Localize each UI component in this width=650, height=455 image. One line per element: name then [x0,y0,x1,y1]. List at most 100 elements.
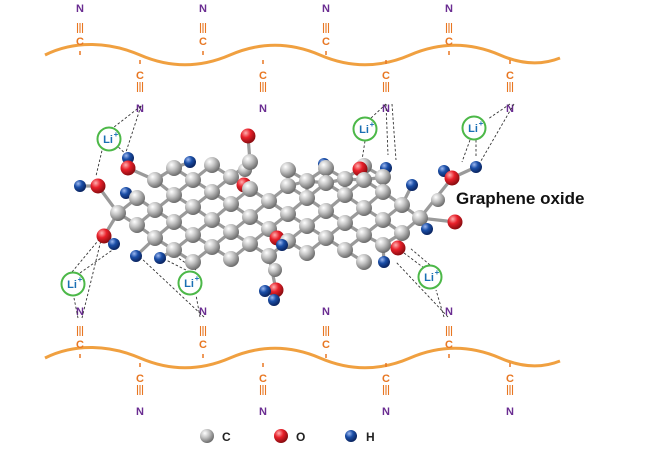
lithium-ring [177,270,203,296]
carbon-atom [147,172,163,188]
carbon-atom [223,251,239,267]
carbon-atom [280,206,296,222]
carbon-label: C [382,70,390,82]
legend-oxygen-atom [274,429,288,443]
coordination-lines [71,103,515,319]
nitrogen-label: N [506,406,514,418]
nitrile-group: CN [506,363,514,418]
carbon-label: C [136,373,144,385]
carbon-label: C [506,70,514,82]
lithium-charge: + [435,268,440,277]
carbon-atom [318,160,334,176]
carbon-label: C [259,70,267,82]
carbon-label: C [445,339,453,351]
lithium-ring [352,116,378,142]
hydrogen-atom [184,156,196,168]
nitrile-group: CN [322,306,330,358]
carbon-atom [204,157,220,173]
lithium-label: Li [359,124,369,136]
hydrogen-atom [108,238,120,250]
carbon-atom [375,169,391,185]
lithium-charge: + [78,275,83,284]
carbon-atom [318,230,334,246]
hydrogen-atom [154,252,166,264]
oxygen-atom [240,128,256,144]
carbon-atom [375,237,391,253]
carbon-atom [394,225,410,241]
carbon-atom [299,218,315,234]
legend-oxygen-label: O [296,430,305,444]
oxygen-atom [96,228,112,244]
nitrile-group: CN [322,3,330,55]
carbon-atom [356,172,372,188]
carbon-atom [375,212,391,228]
lithium-label: Li [103,134,113,146]
carbon-atom [299,245,315,261]
legend-hydrogen-atom [345,430,357,442]
carbon-atom [204,184,220,200]
nitrogen-label: N [506,103,514,115]
nitrogen-label: N [445,3,453,15]
nitrogen-label: N [322,3,330,15]
carbon-label: C [506,373,514,385]
legend-hydrogen-label: H [366,430,375,444]
lithium-ion: Li+ [417,264,443,290]
carbon-atom [185,172,201,188]
lithium-charge: + [195,274,200,283]
carbon-atom [431,193,445,207]
carbon-atom [356,227,372,243]
carbon-atom [204,212,220,228]
nitrile-group: CN [445,3,453,55]
carbon-atom [299,173,315,189]
lithium-ion: Li+ [352,116,378,142]
carbon-atom [166,187,182,203]
nitrogen-label: N [136,406,144,418]
carbon-atom [412,210,428,226]
nitrile-group: CN [259,363,267,418]
graphene-oxide-title: Graphene oxide [456,189,584,208]
carbon-atom [242,209,258,225]
nitrogen-label: N [76,306,84,318]
lithium-label: Li [184,278,194,290]
nitrile-group: CN [506,60,514,115]
nitrogen-label: N [76,3,84,15]
carbon-atom [242,181,258,197]
oxygen-atom [268,282,284,298]
carbon-atom [261,248,277,264]
carbon-atom [129,190,145,206]
lithium-charge: + [370,120,375,129]
carbon-atom [223,196,239,212]
hydrogen-atom [421,223,433,235]
oxygen-atom [90,178,106,194]
carbon-atom [166,160,182,176]
carbon-atom [356,254,372,270]
lithium-label: Li [468,123,478,135]
nitrogen-label: N [199,3,207,15]
lithium-ring [417,264,443,290]
lithium-charge: + [114,130,119,139]
lithium-ion: Li+ [60,271,86,297]
hydrogen-atom [276,239,288,251]
carbon-atom [185,199,201,215]
carbon-atom [261,193,277,209]
carbon-atom [318,203,334,219]
carbon-atom [242,236,258,252]
nitrogen-label: N [199,306,207,318]
nitrogen-label: N [136,103,144,115]
lithium-label: Li [67,279,77,291]
nitrogen-label: N [445,306,453,318]
nitrogen-label: N [322,306,330,318]
carbon-label: C [199,339,207,351]
lithium-ions: Li+Li+Li+Li+Li+Li+ [60,115,487,297]
lithium-ion: Li+ [177,270,203,296]
carbon-atom [337,215,353,231]
nitrile-group: CN [76,306,84,358]
carbon-label: C [382,373,390,385]
nitrile-group: CN [382,363,390,418]
carbon-label: C [322,339,330,351]
carbon-atom [318,175,334,191]
bottom-chain-backbone [44,346,561,370]
